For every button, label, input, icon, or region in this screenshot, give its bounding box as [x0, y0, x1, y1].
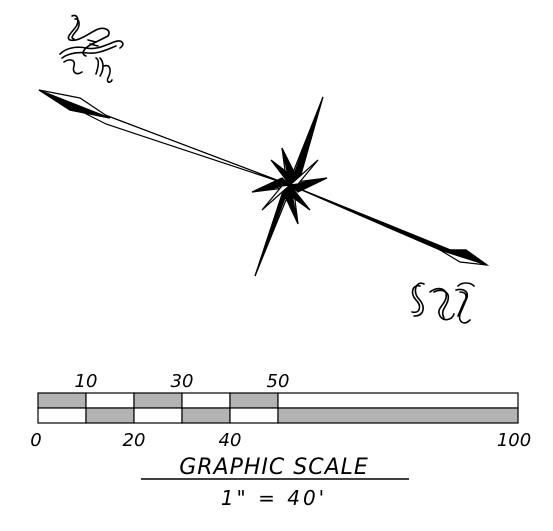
scale-bottom-labels: 0 20 40 100 [30, 430, 531, 451]
scale-ratio: 1" = 40' [221, 486, 327, 510]
scale-top-label-10: 10 [75, 371, 98, 392]
scale-segment-bottom-40-50 [229, 407, 279, 424]
scale-segment-top-40-50 [229, 392, 279, 409]
scale-bottom-label-0: 0 [30, 430, 41, 451]
scale-top-label-50: 50 [267, 371, 290, 392]
scale-bottom-label-20: 20 [123, 430, 146, 451]
scale-segment-bottom-20-30 [133, 407, 183, 424]
south-letter-s-icon [411, 282, 475, 324]
graphic-scale: 10 30 50 0 20 40 100 GRAPHIC SCALE 1" = 40' [30, 371, 531, 510]
scale-bar [37, 392, 519, 424]
scale-segment-top-30-40 [181, 392, 231, 409]
scale-bottom-label-40: 40 [219, 430, 242, 451]
scale-segment-top-10-20 [85, 392, 135, 409]
scale-top-label-30: 30 [171, 371, 194, 392]
scale-segment-bottom-30-40 [181, 407, 231, 424]
scale-segment-top-20-30 [133, 392, 183, 409]
scale-title: GRAPHIC SCALE [179, 455, 369, 480]
north-letter-n-icon [59, 14, 124, 83]
scale-segment-top-0-10 [37, 392, 87, 409]
scale-segment-top-50-100 [277, 392, 519, 409]
scale-segment-bottom-10-20 [85, 407, 135, 424]
scale-bottom-label-100: 100 [497, 430, 531, 451]
scale-top-labels: 10 30 50 [75, 371, 290, 392]
scale-segment-bottom-0-10 [37, 407, 87, 424]
scale-segment-bottom-50-100 [277, 407, 519, 424]
north-arrow-needle [38, 89, 490, 277]
